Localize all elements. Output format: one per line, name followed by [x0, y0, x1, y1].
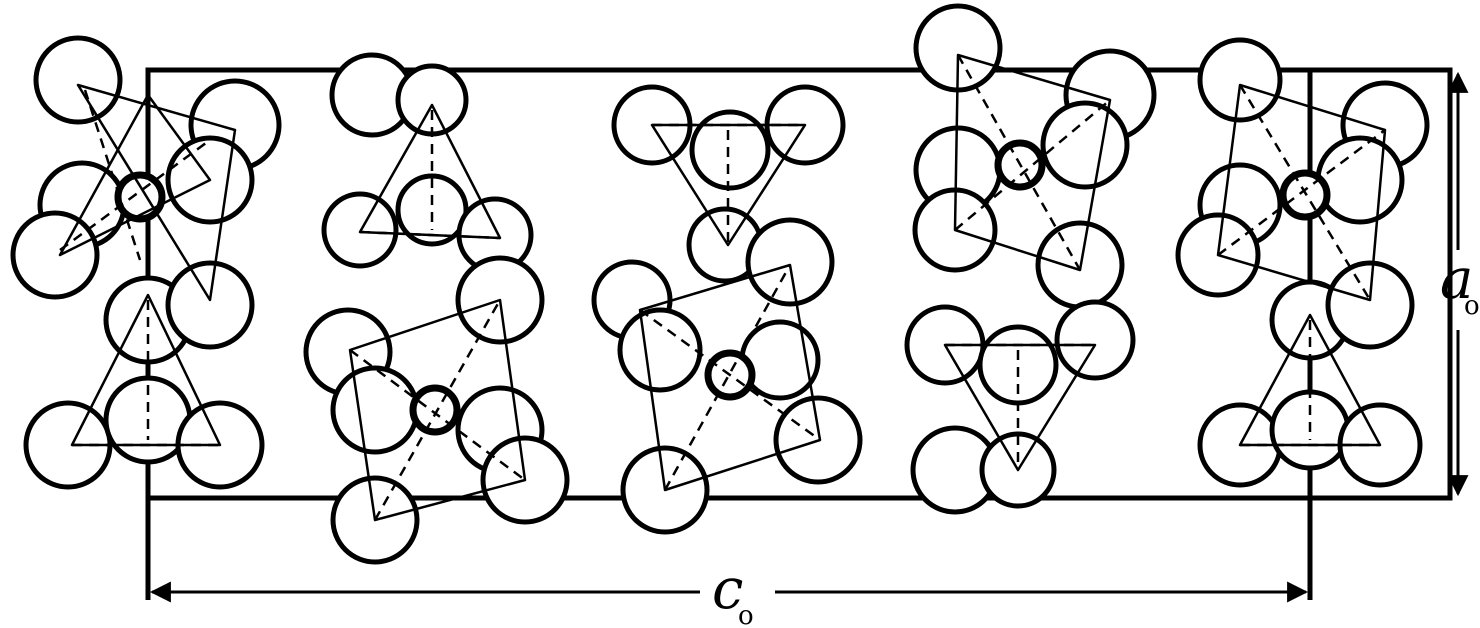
a-axis-label: a: [1440, 247, 1473, 312]
molecule-group-2: [303, 52, 570, 565]
molecule-group-4: [904, 3, 1157, 515]
a-axis-label-subscript: o: [1464, 291, 1480, 321]
molecule-group-3: [591, 84, 863, 535]
molecule-group-5: [1175, 37, 1430, 488]
c-axis-label-subscript: o: [738, 601, 754, 628]
c-axis-label: c: [712, 557, 743, 622]
molecule-group-1: [10, 35, 282, 490]
